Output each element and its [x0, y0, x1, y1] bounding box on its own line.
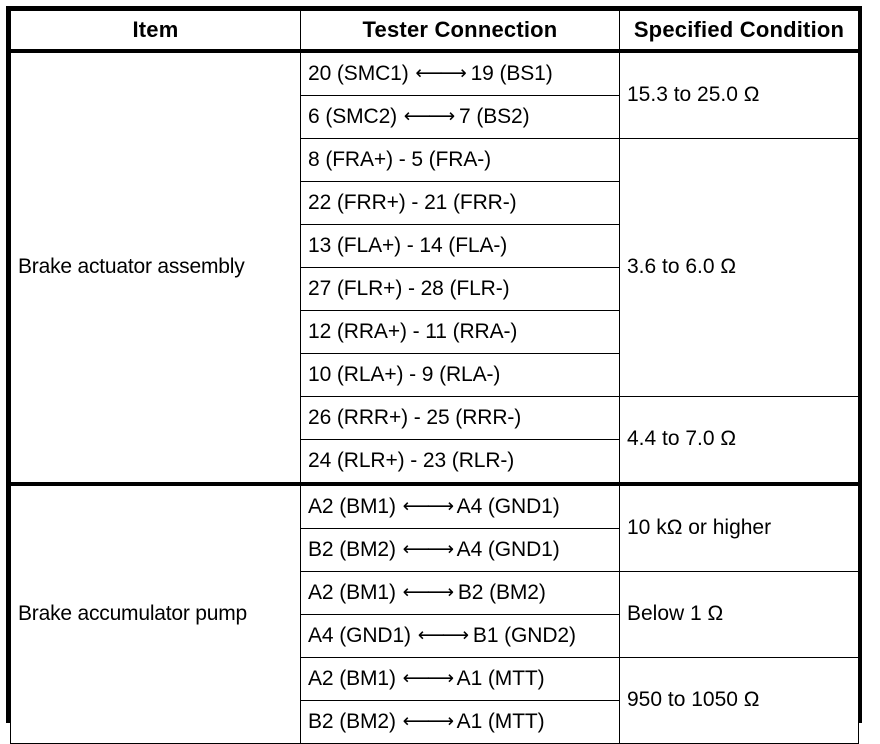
tester-connection-cell: 22 (FRR+) - 21 (FRR-): [300, 181, 620, 225]
specified-condition-cell: 3.6 to 6.0 Ω: [619, 138, 859, 397]
double-arrow-icon: ⟵⟶: [415, 61, 467, 84]
table-row: 8 (FRA+) - 5 (FRA-)3.6 to 6.0 Ω: [11, 138, 859, 397]
double-arrow-icon: ⟵⟶: [402, 666, 455, 689]
tester-connection-cell: A4 (GND1) ⟵⟶ B1 (GND2): [300, 614, 620, 658]
tester-connection-cell: 12 (RRA+) - 11 (RRA-): [300, 310, 620, 354]
header-item: Item: [10, 10, 301, 53]
specified-condition-cell: 950 to 1050 Ω: [619, 657, 859, 744]
table-row: 13 (FLA+) - 14 (FLA-): [11, 224, 859, 268]
specified-condition-cell: Below 1 Ω: [619, 571, 859, 658]
tester-connection-cell: A2 (BM1) ⟵⟶ A4 (GND1): [300, 482, 620, 529]
table-row: 6 (SMC2) ⟵⟶ 7 (BS2): [11, 95, 859, 139]
tester-connection-cell: 13 (FLA+) - 14 (FLA-): [300, 224, 620, 268]
tester-connection-cell: 8 (FRA+) - 5 (FRA-): [300, 138, 620, 182]
double-arrow-icon: ⟵⟶: [417, 623, 470, 646]
tester-connection-cell: 27 (FLR+) - 28 (FLR-): [300, 267, 620, 311]
double-arrow-icon: ⟵⟶: [403, 104, 456, 127]
tester-connection-cell: B2 (BM2) ⟵⟶ A1 (MTT): [300, 700, 620, 744]
specified-condition-cell: 10 kΩ or higher: [619, 482, 859, 572]
double-arrow-icon: ⟵⟶: [402, 494, 455, 517]
table-row: 22 (FRR+) - 21 (FRR-): [11, 181, 859, 225]
table-row: A4 (GND1) ⟵⟶ B1 (GND2): [11, 614, 859, 658]
tester-connection-cell: 26 (RRR+) - 25 (RRR-): [300, 396, 620, 440]
tester-connection-cell: 10 (RLA+) - 9 (RLA-): [300, 353, 620, 397]
tester-connection-cell: 6 (SMC2) ⟵⟶ 7 (BS2): [300, 95, 620, 139]
table-header: Item Tester Connection Specified Conditi…: [10, 10, 859, 53]
header-tester-connection: Tester Connection: [300, 10, 620, 53]
double-arrow-icon: ⟵⟶: [402, 537, 455, 560]
specification-table: Item Tester Connection Specified Conditi…: [10, 10, 859, 744]
table-row: 24 (RLR+) - 23 (RLR-): [11, 439, 859, 485]
tester-connection-cell: A2 (BM1) ⟵⟶ A1 (MTT): [300, 657, 620, 701]
specified-condition-cell: 4.4 to 7.0 Ω: [619, 396, 859, 485]
tester-connection-cell: 24 (RLR+) - 23 (RLR-): [300, 439, 620, 485]
double-arrow-icon: ⟵⟶: [402, 580, 455, 603]
table-row: 27 (FLR+) - 28 (FLR-): [11, 267, 859, 311]
tester-connection-cell: B2 (BM2) ⟵⟶ A4 (GND1): [300, 528, 620, 572]
item-name-cell: Brake accumulator pump: [10, 482, 301, 744]
table-row: B2 (BM2) ⟵⟶ A4 (GND1): [11, 528, 859, 572]
header-row: Item Tester Connection Specified Conditi…: [10, 10, 859, 53]
tester-connection-cell: A2 (BM1) ⟵⟶ B2 (BM2): [300, 571, 620, 615]
table-row: A2 (BM1) ⟵⟶ A1 (MTT)950 to 1050 Ω: [11, 657, 859, 744]
specified-condition-cell: 15.3 to 25.0 Ω: [619, 50, 859, 139]
table-row: 26 (RRR+) - 25 (RRR-)4.4 to 7.0 Ω: [11, 396, 859, 485]
table-row: A2 (BM1) ⟵⟶ B2 (BM2)Below 1 Ω: [11, 571, 859, 658]
specification-table-container: Item Tester Connection Specified Conditi…: [6, 6, 862, 744]
item-name-cell: Brake actuator assembly: [10, 50, 301, 485]
double-arrow-icon: ⟵⟶: [402, 709, 455, 732]
table-row: 12 (RRA+) - 11 (RRA-): [11, 310, 859, 354]
tester-connection-cell: 20 (SMC1) ⟵⟶ 19 (BS1): [300, 50, 620, 96]
header-specified-condition: Specified Condition: [619, 10, 859, 53]
